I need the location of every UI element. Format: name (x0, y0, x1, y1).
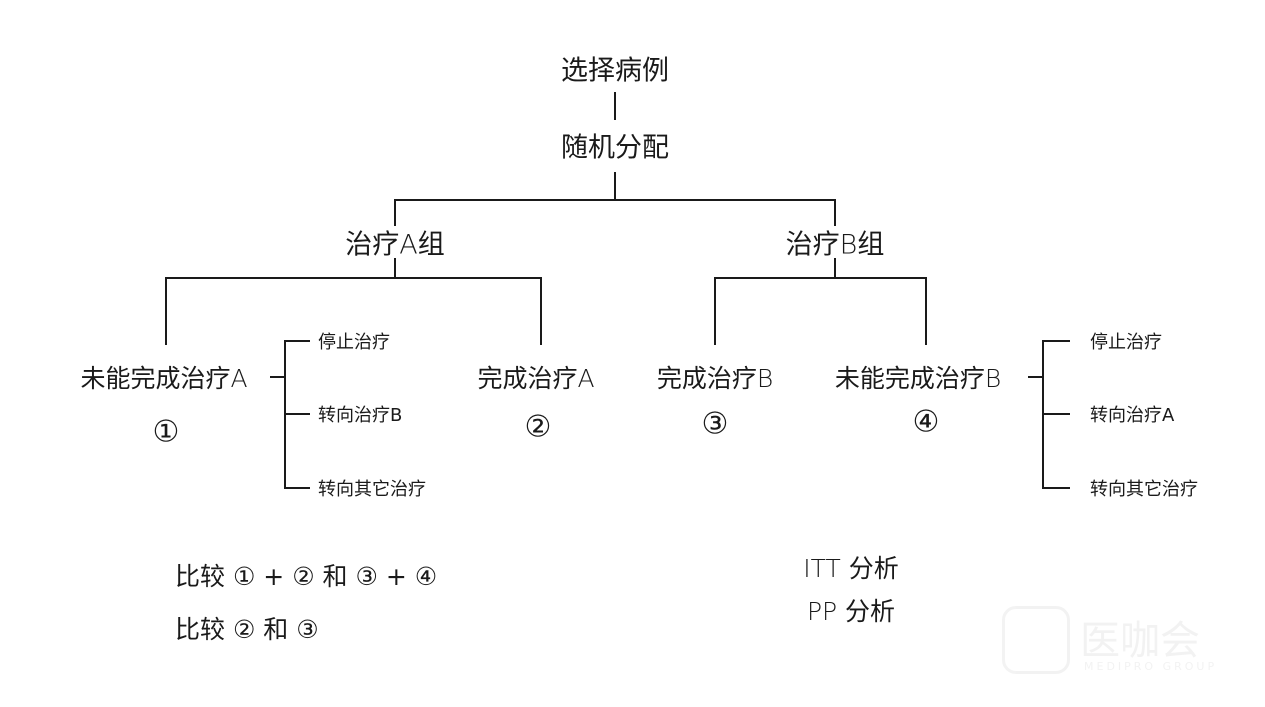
outcome-a-switch-b: 转向治疗B (318, 405, 403, 426)
node-select-cases: 选择病例 (561, 55, 669, 87)
node-group-b: 治疗B组 (785, 229, 885, 261)
outcome-a-switch-other: 转向其它治疗 (318, 479, 426, 500)
node-complete-b: 完成治疗B (656, 364, 774, 393)
comparison-itt: 比较 ① + ② 和 ③ + ④ (175, 562, 438, 591)
marker-2: ② (524, 409, 552, 445)
watermark-logo: 医咖会 MEDIPRO GROUP (992, 600, 1242, 680)
node-randomize: 随机分配 (561, 132, 669, 164)
outcome-a-stop: 停止治疗 (318, 332, 390, 353)
outcome-b-switch-a: 转向治疗A (1090, 405, 1175, 426)
comparison-pp: 比较 ② 和 ③ (175, 615, 319, 644)
analysis-itt: ITT 分析 (803, 554, 899, 583)
marker-4: ④ (912, 404, 940, 440)
marker-1: ① (152, 414, 180, 450)
watermark-subtitle: MEDIPRO GROUP (1084, 660, 1218, 673)
outcome-b-switch-other: 转向其它治疗 (1090, 479, 1198, 500)
marker-3: ③ (701, 406, 729, 442)
node-incomplete-a: 未能完成治疗A (80, 364, 248, 393)
logo-icon (1002, 606, 1070, 674)
watermark-text: 医咖会 (1080, 618, 1200, 664)
node-complete-a: 完成治疗A (477, 364, 595, 393)
node-group-a: 治疗A组 (345, 229, 445, 261)
analysis-pp: PP 分析 (806, 597, 896, 626)
node-incomplete-b: 未能完成治疗B (834, 364, 1002, 393)
outcome-b-stop: 停止治疗 (1090, 332, 1162, 353)
